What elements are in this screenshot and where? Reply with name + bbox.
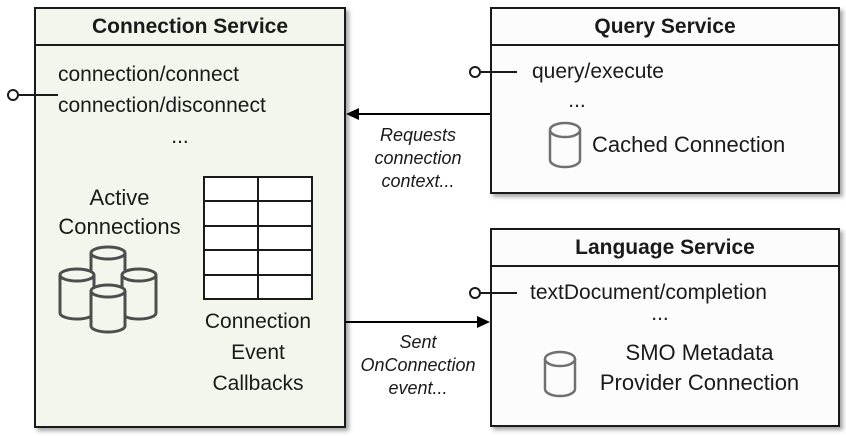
language-service-box: Language Service textDocument/completion… (490, 228, 840, 427)
callback-table-icon (203, 176, 313, 300)
connection-event-callbacks-label: Connection Event Callbacks (204, 310, 312, 395)
database-cylinder-icon (543, 350, 577, 398)
language-service-title: Language Service (492, 230, 838, 267)
requests-connection-context-label: Requests connection context... (374, 125, 462, 191)
connection-service-box: Connection Service connection/connect co… (34, 7, 346, 428)
connection-service-title: Connection Service (36, 9, 344, 46)
query-interface-lollipop-line (481, 71, 517, 73)
cached-connection-label: Cached Connection (592, 132, 786, 157)
smo-metadata-provider-connection-label: SMO Metadata Provider Connection (599, 340, 800, 395)
query-ellipsis: ... (568, 89, 586, 112)
arrow-line (346, 321, 479, 323)
database-cylinder-icon (548, 121, 582, 169)
query-service-title: Query Service (492, 9, 838, 46)
connection-methods: connection/connect connection/disconnect… (58, 59, 302, 152)
arrow-line (357, 113, 490, 115)
arrow-head-left-icon (346, 108, 359, 120)
database-cluster-icon (58, 245, 158, 334)
language-interface-lollipop-icon (469, 287, 481, 299)
method-connection-connect: connection/connect (58, 63, 239, 86)
arrow-head-right-icon (477, 316, 490, 328)
connection-interface-lollipop-icon (7, 89, 19, 101)
query-service-box: Query Service query/execute ... Cached C… (490, 7, 840, 194)
language-interface-lollipop-line (481, 292, 517, 294)
method-textdocument-completion: textDocument/completion (530, 281, 767, 304)
sent-onconnection-event-label: Sent OnConnection event... (360, 332, 476, 398)
methods-ellipsis: ... (171, 125, 189, 148)
active-connections-label: Active Connections (58, 185, 181, 239)
method-connection-disconnect: connection/disconnect (58, 94, 266, 117)
connection-interface-lollipop-line (19, 94, 58, 96)
method-query-execute: query/execute (532, 60, 664, 83)
language-ellipsis: ... (651, 302, 669, 325)
query-interface-lollipop-icon (469, 66, 481, 78)
